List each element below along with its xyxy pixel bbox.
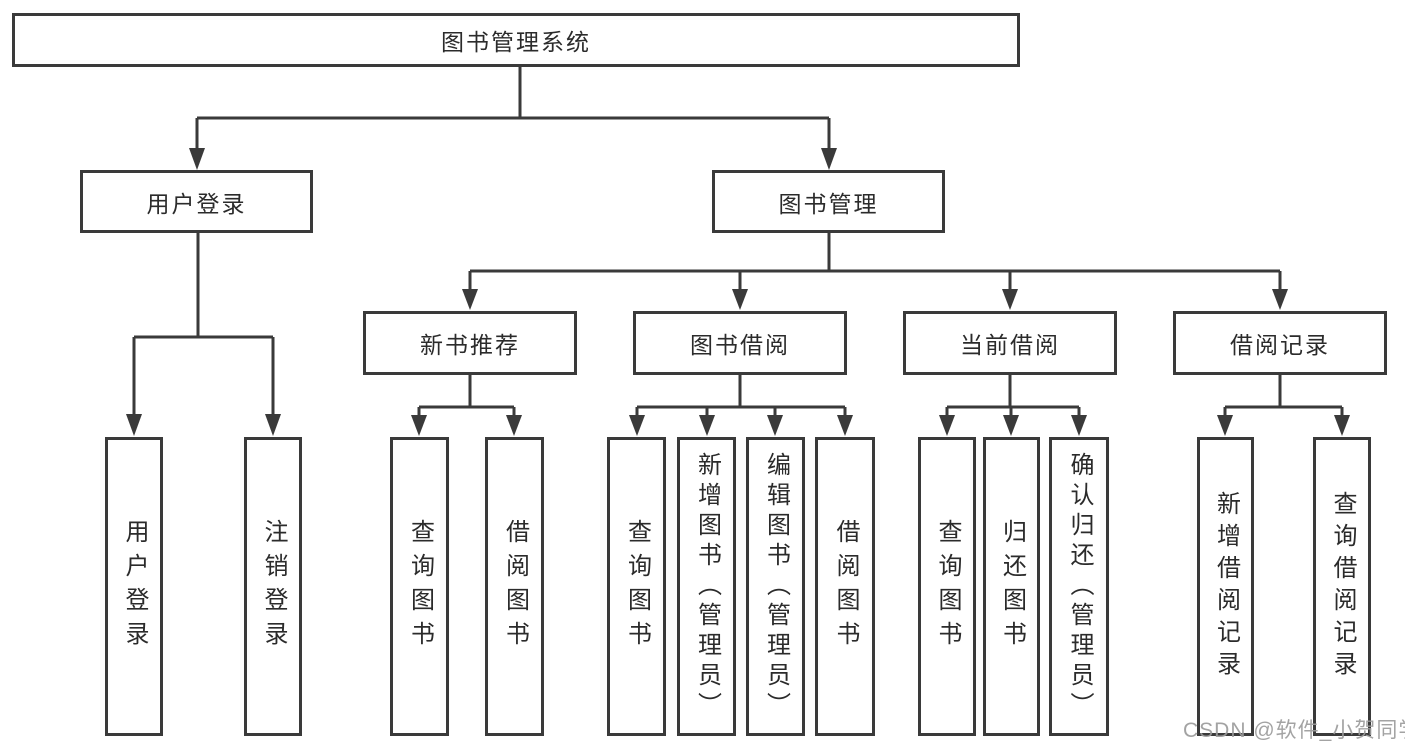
node-label: 查询图书 xyxy=(623,518,651,655)
watermark-text: CSDN @软件_小贺同学 xyxy=(1183,719,1405,742)
node-label: 编辑图书（管理员） xyxy=(762,451,790,722)
node-label: 用户登录 xyxy=(146,190,247,217)
leaf-add-book-admin: 新增图书（管理员） xyxy=(677,437,736,736)
node-library-system: 图书管理系统 xyxy=(12,13,1020,67)
node-label: 确认归还（管理员） xyxy=(1066,451,1093,722)
node-label: 归还图书 xyxy=(998,518,1026,655)
leaf-add-borrowing-record: 新增借阅记录 xyxy=(1197,437,1254,736)
leaf-borrow-books-borrow: 借阅图书 xyxy=(815,437,875,736)
node-label: 新增图书（管理员） xyxy=(693,451,721,722)
node-label: 注销登录 xyxy=(260,518,287,655)
leaf-borrow-books-recommend: 借阅图书 xyxy=(485,437,544,736)
node-borrowing-records: 借阅记录 xyxy=(1173,311,1387,375)
node-label: 用户登录 xyxy=(121,518,148,655)
node-label: 新书推荐 xyxy=(420,332,520,358)
node-label: 图书管理系统 xyxy=(441,29,591,55)
leaf-query-books-current: 查询图书 xyxy=(918,437,976,736)
leaf-query-borrowing-record: 查询借阅记录 xyxy=(1313,437,1371,736)
node-label: 借阅图书 xyxy=(832,518,859,655)
leaf-query-books-borrow: 查询图书 xyxy=(607,437,666,736)
node-label: 借阅图书 xyxy=(501,518,529,655)
node-book-management: 图书管理 xyxy=(712,170,945,233)
leaf-edit-book-admin: 编辑图书（管理员） xyxy=(746,437,805,736)
node-current-borrowing: 当前借阅 xyxy=(903,311,1117,375)
node-label: 查询图书 xyxy=(406,518,434,655)
leaf-logout: 注销登录 xyxy=(244,437,302,736)
node-label: 新增借阅记录 xyxy=(1212,490,1240,683)
node-label: 借阅记录 xyxy=(1230,332,1330,358)
node-new-book-recommendation: 新书推荐 xyxy=(363,311,577,375)
node-book-borrowing: 图书借阅 xyxy=(633,311,847,375)
node-user-login: 用户登录 xyxy=(80,170,313,233)
leaf-user-login: 用户登录 xyxy=(105,437,163,736)
leaf-confirm-return-admin: 确认归还（管理员） xyxy=(1049,437,1109,736)
node-label: 图书借阅 xyxy=(690,332,790,358)
connector-path xyxy=(132,66,1344,417)
leaf-query-books-recommend: 查询图书 xyxy=(390,437,449,736)
node-label: 图书管理 xyxy=(778,190,879,217)
arrowheads xyxy=(126,148,1350,436)
node-label: 查询借阅记录 xyxy=(1329,490,1356,683)
leaf-return-books: 归还图书 xyxy=(983,437,1040,736)
node-label: 当前借阅 xyxy=(960,332,1060,358)
node-label: 查询图书 xyxy=(934,518,961,655)
